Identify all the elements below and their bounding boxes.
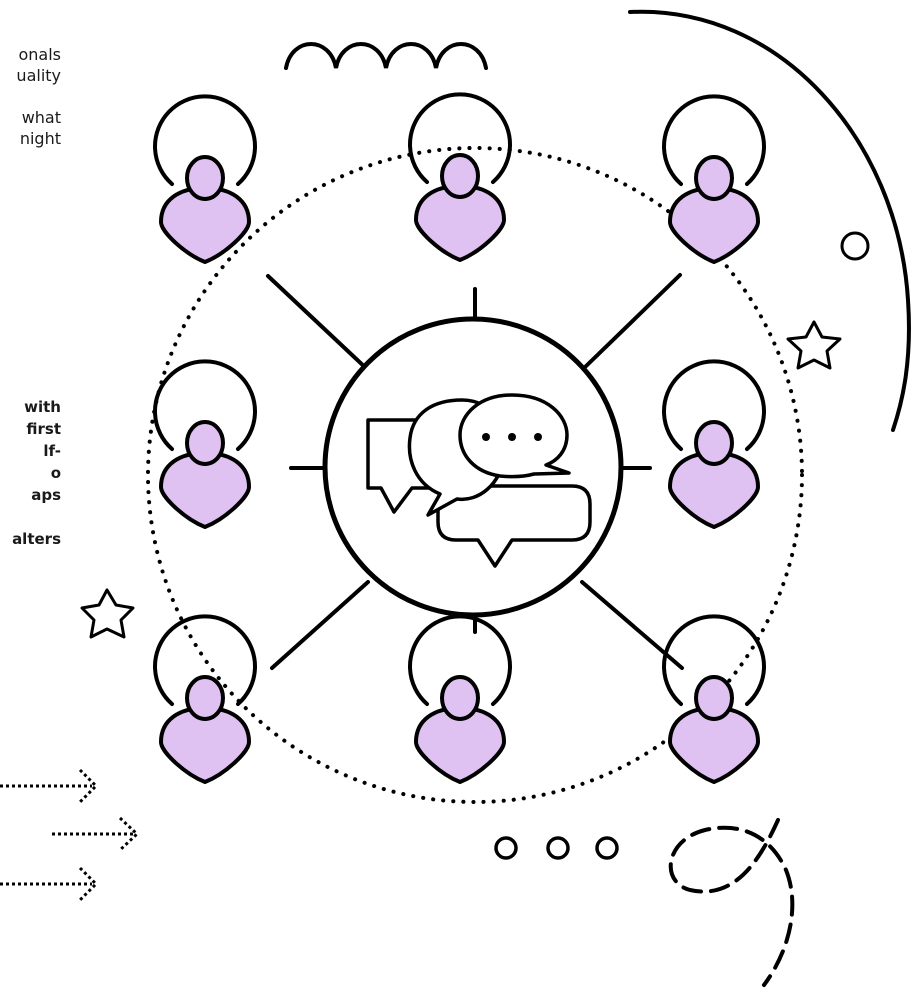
bold-line: alters [12, 530, 61, 548]
arc-decoration [628, 9, 911, 432]
intro-line: what [21, 108, 61, 127]
bold-line: lf- [43, 442, 61, 460]
intro-text-fragment: onals uality what night [16, 44, 61, 149]
person-icon [153, 94, 257, 264]
scallop-decoration [284, 42, 488, 70]
star-icon [786, 320, 842, 370]
bold-line: first [26, 420, 61, 438]
person-icon [408, 614, 512, 784]
person-icon [662, 359, 766, 529]
person-icon [662, 614, 766, 784]
bold-line: o [50, 464, 61, 482]
bold-line: aps [31, 486, 61, 504]
bold-line: with [24, 398, 61, 416]
person-icon [153, 359, 257, 529]
dotted-arrow-icon [0, 768, 99, 804]
small-circle-decoration [840, 231, 870, 261]
person-icon [153, 614, 257, 784]
bold-text-fragment: with first lf- o aps alters [12, 396, 61, 550]
person-icon [408, 92, 512, 262]
star-icon [80, 588, 135, 639]
person-icon [662, 94, 766, 264]
dotted-arrow-icon [52, 816, 140, 852]
dots-decoration [494, 836, 619, 860]
intro-line: onals [18, 45, 61, 64]
dotted-ring [146, 146, 804, 804]
dashed-loop-decoration [668, 818, 795, 987]
intro-line: uality [16, 66, 61, 85]
intro-line: night [19, 129, 61, 148]
chat-bubbles-icon [366, 393, 592, 568]
dotted-arrow-icon [0, 866, 99, 902]
